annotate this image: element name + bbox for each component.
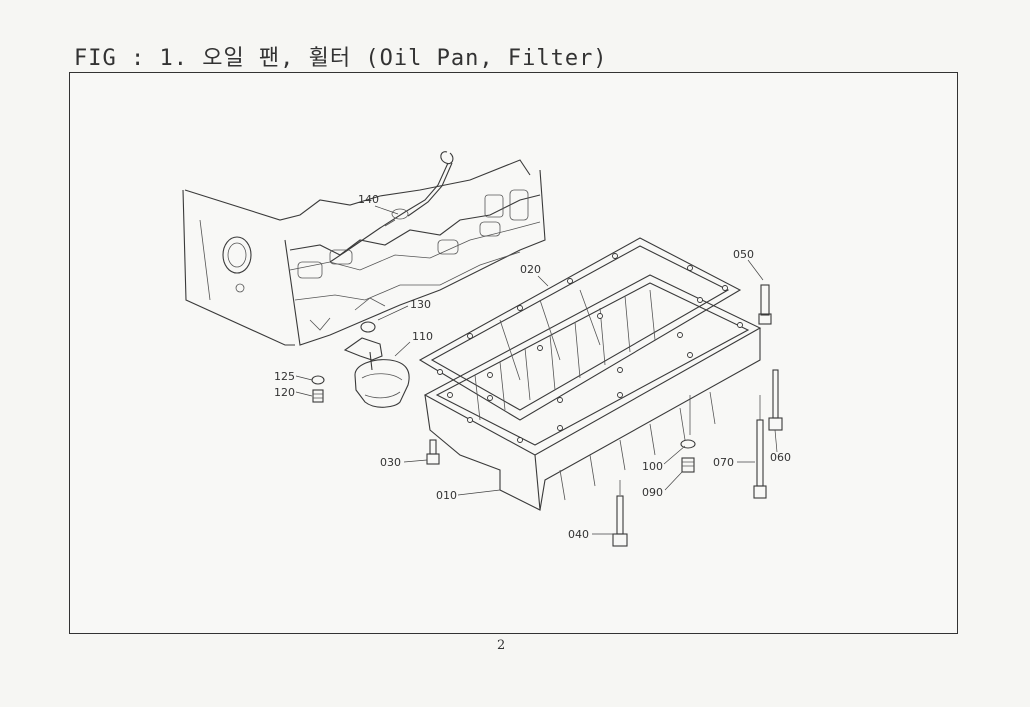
- callout-120: 120: [274, 386, 295, 399]
- diagram-frame: [69, 72, 958, 634]
- callout-110: 110: [412, 330, 433, 343]
- callout-040: 040: [568, 528, 589, 541]
- oil-pan: [423, 274, 762, 511]
- bolt-040: [612, 480, 628, 547]
- callout-070: 070: [713, 456, 734, 469]
- engine-block: [182, 159, 546, 346]
- callout-010: 010: [436, 489, 457, 502]
- drain-plug-and-washer: [680, 395, 696, 473]
- page-number: 2: [497, 638, 506, 653]
- dipstick: [329, 151, 454, 263]
- oil-pan-gasket: [418, 237, 742, 421]
- callout-020: 020: [520, 263, 541, 276]
- o-ring: [360, 321, 376, 333]
- callout-060: 060: [770, 451, 791, 464]
- figure-title: FIG : 1. 오일 팬, 휠터 (Oil Pan, Filter): [74, 46, 608, 71]
- callout-090: 090: [642, 486, 663, 499]
- callout-050: 050: [733, 248, 754, 261]
- callout-030: 030: [380, 456, 401, 469]
- bolt-070: [753, 395, 767, 499]
- callout-125: 125: [274, 370, 295, 383]
- bolt-030: [426, 439, 440, 465]
- leader-lines: [295, 205, 778, 535]
- bolt-050: [758, 284, 772, 325]
- callout-100: 100: [642, 460, 663, 473]
- callout-130: 130: [410, 298, 431, 311]
- oil-strainer: [343, 337, 410, 408]
- bolt-060: [768, 369, 783, 431]
- washer-and-bolt: [311, 375, 325, 403]
- callout-140: 140: [358, 193, 379, 206]
